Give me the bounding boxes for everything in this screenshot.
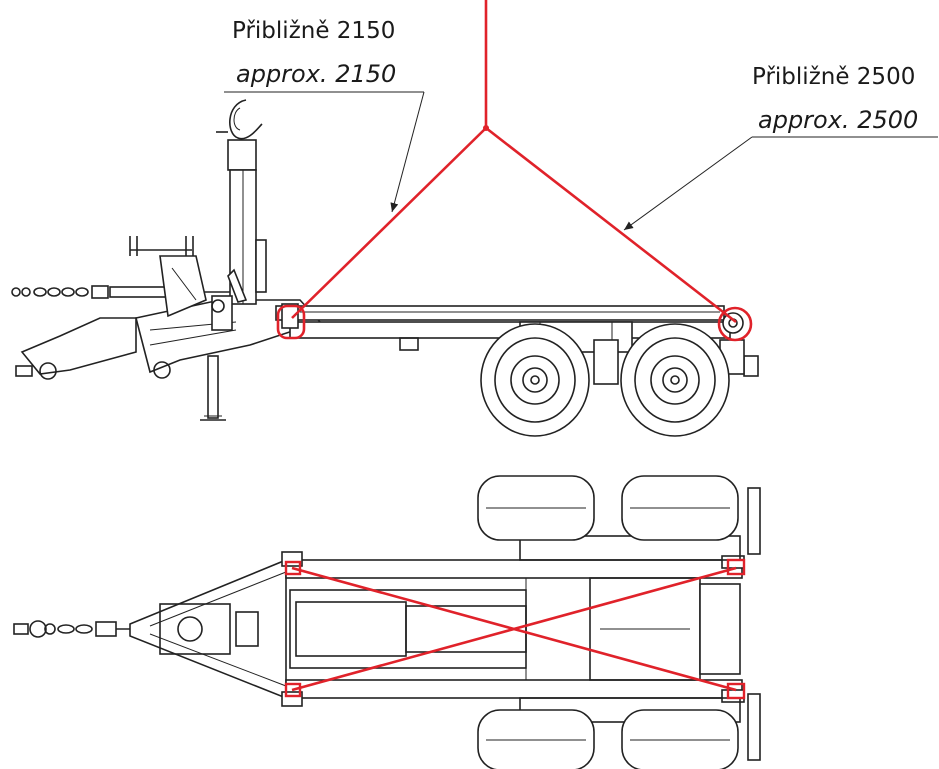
front-sling [291,127,487,319]
trailer-top-view [13,475,761,769]
main-beam [275,305,725,321]
right-leader-arrow [623,136,753,231]
wheel-rear-side [620,323,730,437]
rear-sling [485,126,737,324]
pipe-cradle [129,236,207,318]
right-length-label-czech: Přibližně 2500 [752,64,915,90]
lifting-slings-top [284,558,746,700]
hook-arm [211,99,267,331]
mudguard-upper [747,487,761,555]
drawbar [20,317,137,375]
left-length-label-english: approx. 2150 [236,60,396,88]
left-leader-arrow [390,91,425,213]
left-length-label-czech: Přibližně 2150 [232,18,395,44]
right-length-label-english: approx. 2500 [758,106,918,134]
top-tow-chain [13,620,140,638]
lifting-slings-side [276,0,753,342]
mudguard-lower [747,693,761,761]
top-rail-lower [285,679,743,699]
top-rail-upper [285,559,743,579]
trailer-side-view [11,99,759,437]
wheel-front-side [480,323,590,437]
rear-lift-point-marker [717,306,753,342]
front-lift-point-marker [276,304,306,340]
top-sling-b [291,566,737,692]
rear-light [743,355,759,377]
support-leg [200,355,226,421]
